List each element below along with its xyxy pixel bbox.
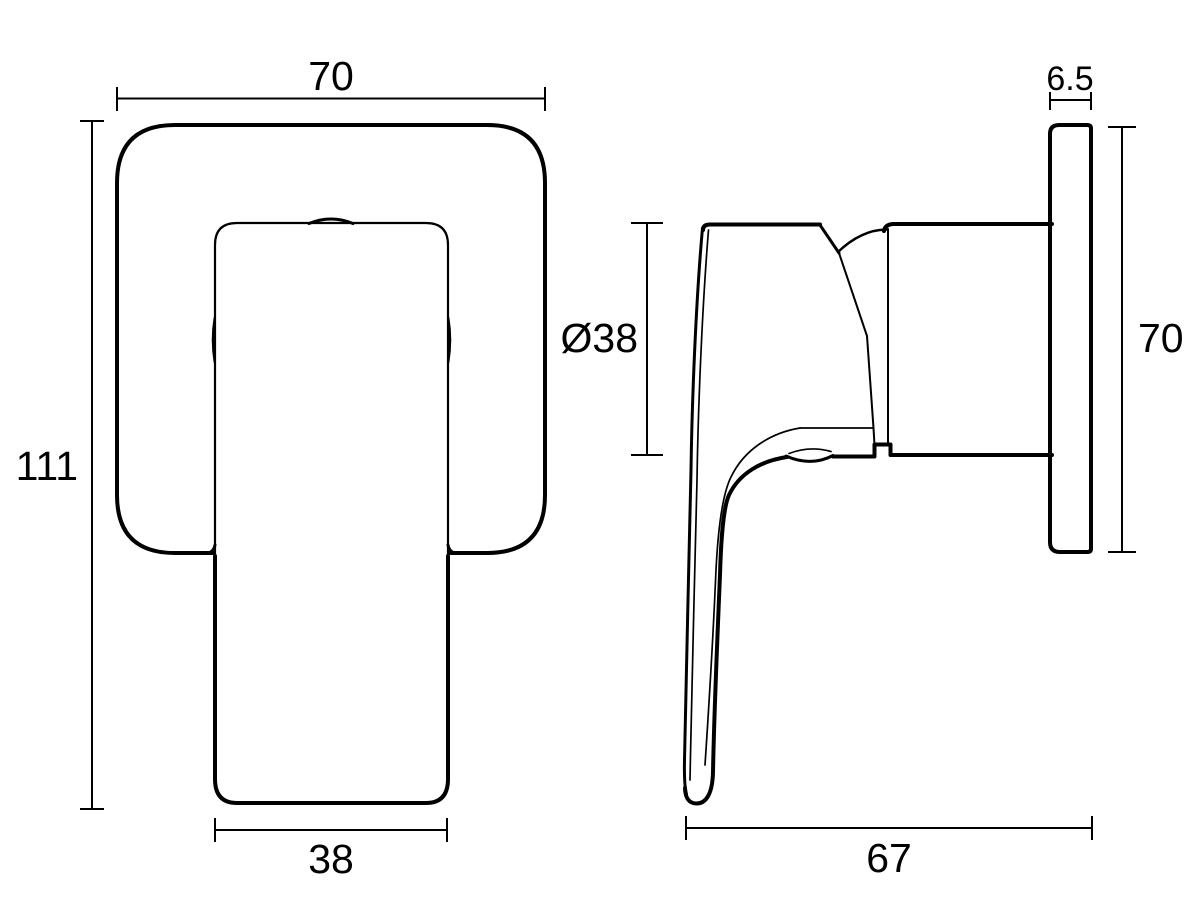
wall-flange-outline <box>1048 123 1093 554</box>
lever-top-edge <box>701 222 822 232</box>
lever-front-edge <box>682 226 704 796</box>
dim-side-height-label: 70 <box>1138 315 1184 361</box>
dim-front-overall-height: 111 <box>16 120 104 810</box>
dim-line <box>1049 92 1092 110</box>
handle-top-bump <box>307 217 355 225</box>
junction-fillet-right <box>446 543 458 555</box>
front-view: 70 111 38 <box>16 53 547 882</box>
dim-side-diameter-label: Ø38 <box>561 315 639 361</box>
dim-front-handle-width-label: 38 <box>308 836 354 882</box>
dim-line <box>1108 126 1136 553</box>
dim-side-flange-height: 70 <box>1108 126 1184 553</box>
side-view: Ø38 6.5 70 67 <box>561 60 1184 881</box>
dim-line <box>685 816 1093 840</box>
lever-diagonal-upper <box>818 223 841 255</box>
lever-crease-curve <box>704 427 801 766</box>
valve-body-bottom-edge <box>831 442 1054 459</box>
dim-side-flange-thickness: 6.5 <box>1046 60 1094 110</box>
dim-front-height-label: 111 <box>16 443 78 489</box>
dim-line <box>80 120 104 810</box>
dim-side-thickness-label: 6.5 <box>1046 60 1093 98</box>
backplate-outline <box>115 123 547 555</box>
dim-side-handle-diameter: Ø38 <box>561 222 663 456</box>
dim-side-projection-label: 67 <box>866 835 912 881</box>
handle-outline <box>213 221 450 805</box>
lever-front-inner-edge <box>689 229 710 781</box>
handle-lower-outline <box>213 554 450 805</box>
handle-sleeve-lens-top <box>788 448 832 455</box>
valve-body-top-edge <box>882 222 1054 233</box>
dim-line <box>116 87 546 111</box>
dim-line <box>214 818 448 842</box>
junction-fillet-left <box>205 543 217 555</box>
handle-side-bulge-left <box>211 316 217 364</box>
dim-front-width-label: 70 <box>308 53 354 99</box>
dim-front-overall-width: 70 <box>116 53 546 111</box>
dim-line <box>631 222 663 456</box>
lever-base-arc <box>836 228 888 254</box>
handle-sleeve-lens-bottom <box>784 454 835 463</box>
lever-back-edge <box>683 455 789 806</box>
dim-side-projection: 67 <box>685 816 1093 881</box>
dim-front-handle-width: 38 <box>214 818 448 882</box>
lever-diagonal-lower <box>838 252 868 337</box>
handle-side-bulge-right <box>446 316 452 364</box>
